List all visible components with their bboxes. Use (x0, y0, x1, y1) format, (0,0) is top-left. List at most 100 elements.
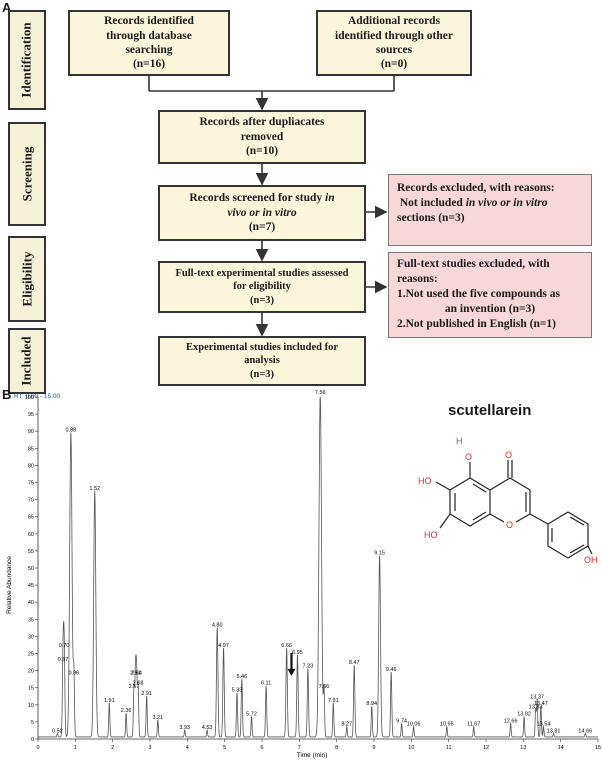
y-tick-label: 60 (28, 532, 34, 538)
atom-h-top: H (456, 436, 463, 446)
x-tick-label: 2 (111, 745, 114, 751)
peak-label: 0.52 (52, 729, 63, 735)
y-tick-label: 45 (28, 583, 34, 589)
peak-label: 0.67 (58, 657, 69, 663)
peak-label: 9.15 (374, 551, 385, 557)
panel-b-letter: B (2, 387, 12, 402)
peak-label: 13.54 (537, 722, 551, 728)
y-tick-label: 15 (28, 686, 34, 692)
x-tick-label: 15 (595, 745, 601, 751)
peak-label: 5.72 (246, 711, 257, 717)
peak-label: 7.66 (319, 684, 330, 690)
y-tick-label: 5 (31, 720, 34, 726)
y-tick-label: 75 (28, 481, 34, 487)
x-tick-label: 7 (298, 745, 301, 751)
peak-label: 13.81 (547, 729, 561, 735)
peak-label: 2.57 (129, 684, 140, 690)
y-tick-label: 40 (28, 600, 34, 606)
peak-label: 6.11 (261, 681, 271, 687)
atom-oh-right: OH (584, 555, 598, 565)
y-tick-label: 55 (28, 549, 34, 555)
y-tick-label: 95 (28, 412, 34, 418)
x-tick-label: 9 (372, 745, 375, 751)
scutellarein-structure: H O O HO O HO OH (418, 436, 598, 565)
x-tick-label: 3 (148, 745, 151, 751)
x-tick-label: 5 (223, 745, 226, 751)
box-other-sources: Additional records identified through ot… (316, 10, 472, 76)
x-tick-label: 4 (186, 745, 189, 751)
peak-label: 9.74 (396, 718, 407, 724)
y-tick-label: 100 (25, 395, 34, 401)
box-full-text-excluded: Full-text studies excluded, with reasons… (388, 252, 592, 338)
compound-name: scutellarein (448, 402, 532, 419)
peak-label: 11.67 (467, 722, 480, 728)
atom-ho-bottom: HO (424, 530, 438, 540)
peak-label: 8.94 (366, 701, 377, 707)
y-axis-title: Relative Abundance (6, 556, 13, 614)
box-records-excluded: Records excluded, with reasons: Not incl… (388, 174, 592, 246)
stage-eligibility: Eligibility (8, 236, 46, 322)
peak-label: 8.47 (349, 660, 360, 666)
rt-range-label: RT: 0.00 - 15.00 (14, 393, 61, 400)
x-tick-label: 1 (74, 745, 77, 751)
peak-label: 4.97 (218, 643, 229, 649)
peak-label: 0.88 (65, 428, 76, 434)
y-tick-label: 35 (28, 617, 34, 623)
peak-label: 7.56 (315, 390, 326, 396)
stage-identification: Identification (8, 10, 46, 110)
peak-label: 0.70 (59, 643, 70, 649)
stage-screening: Screening (8, 122, 46, 226)
peak-label: 13.33 (529, 705, 543, 711)
atom-o-top: O (465, 452, 472, 462)
y-tick-label: 25 (28, 652, 34, 658)
x-tick-label: 14 (558, 745, 564, 751)
chromatogram-trace (38, 396, 598, 738)
y-tick-label: 70 (28, 498, 34, 504)
x-tick-label: 6 (260, 745, 263, 751)
chromatogram-chart: RT: 0.00 - 15.00 05101520253035404550556… (6, 390, 601, 759)
x-tick-label: 0 (36, 745, 39, 751)
peak-label: 0.96 (68, 670, 79, 676)
box-full-text-assessed: Full-text experimental studies assessed … (158, 261, 366, 313)
peak-label: 1.52 (89, 486, 100, 492)
y-tick-label: 20 (28, 669, 34, 675)
stage-included: Included (8, 328, 46, 394)
peak-label: 13.02 (517, 711, 531, 717)
peak-label: 14.66 (578, 729, 592, 735)
x-tick-label: 10 (408, 745, 414, 751)
atom-ho-left: HO (418, 476, 432, 486)
peak-label: 10.95 (440, 722, 454, 728)
peak-label: 6.95 (292, 650, 303, 656)
peak-label: 13.47 (534, 701, 548, 707)
peak-label: 10.06 (407, 722, 421, 728)
peak-label: 2.61 (130, 670, 141, 676)
atom-o-carbonyl: O (505, 450, 512, 460)
atom-o-ring: O (506, 520, 513, 530)
x-tick-label: 11 (446, 745, 452, 751)
peak-label: 3.93 (179, 725, 190, 731)
marked-peak-arrow (287, 652, 296, 676)
y-tick-label: 90 (28, 429, 34, 435)
panel-a-letter: A (2, 0, 12, 15)
y-axis: 0510152025303540455055606570758085909510… (25, 395, 39, 743)
y-tick-label: 85 (28, 446, 34, 452)
peak-label: 7.23 (303, 664, 314, 670)
flow-connectors (148, 76, 395, 337)
peak-label: 12.66 (504, 718, 518, 724)
peak-label: 3.21 (152, 715, 163, 721)
y-tick-label: 10 (28, 703, 34, 709)
x-tick-label: 8 (335, 745, 338, 751)
y-tick-label: 30 (28, 634, 34, 640)
peak-labels: 0.520.670.700.880.961.521.912.362.572.61… (52, 390, 592, 735)
peak-label: 2.68 (133, 681, 144, 687)
peak-label: 2.36 (121, 708, 132, 714)
y-tick-label: 0 (31, 737, 34, 743)
peak-label: 13.37 (530, 694, 544, 700)
peak-label: 2.91 (141, 691, 152, 697)
peak-label: 5.33 (232, 688, 243, 694)
peak-label: 5.46 (236, 674, 247, 680)
peak-label: 7.91 (328, 698, 339, 704)
x-tick-label: 12 (483, 745, 489, 751)
peak-label: 2.64 (131, 670, 142, 676)
